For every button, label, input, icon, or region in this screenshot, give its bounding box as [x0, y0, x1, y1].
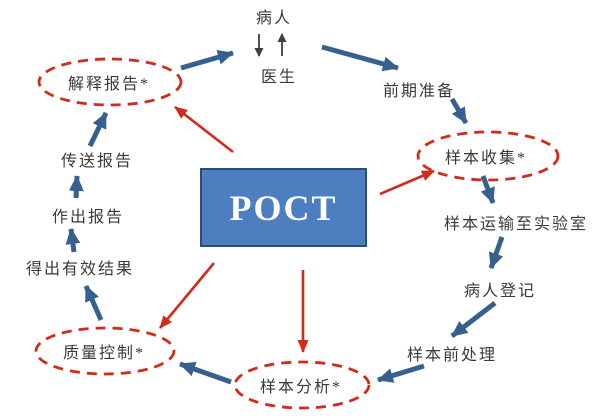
arrow-qc-to-results: [83, 284, 104, 322]
node-transport: 样本运输至实验室: [443, 216, 589, 233]
arrow-register-to-pretreat: [450, 301, 497, 338]
node-analyze: 样本分析*: [259, 379, 343, 396]
node-register: 病人登记: [463, 283, 537, 300]
collect-highlight-ellipse: [416, 130, 560, 182]
node-qc: 质量控制*: [62, 345, 146, 362]
node-prep: 前期准备: [382, 83, 456, 100]
node-pretreat: 样本前处理: [406, 347, 498, 364]
interpret-highlight-ellipse: [37, 57, 183, 107]
arrow-prep-to-collect: [449, 97, 469, 125]
arrow-transport-to-register: [488, 236, 505, 269]
node-send: 传送报告: [60, 153, 134, 170]
node-patient: 病人: [255, 10, 293, 27]
node-doctor: 医生: [260, 69, 298, 86]
node-collect: 样本收集*: [444, 150, 528, 167]
arrow-report-to-send: [68, 175, 84, 199]
arrow-analyze-to-qc: [179, 361, 232, 385]
node-results: 得出有效结果: [25, 261, 135, 278]
arrow-results-to-report: [65, 228, 81, 253]
arrow-interpret-to-patient: [180, 49, 234, 71]
node-interpret: 解释报告*: [67, 76, 151, 93]
arrow-poct-to-interpret: [174, 105, 234, 154]
arrow-pretreat-to-analyze: [377, 363, 425, 383]
qc-highlight-ellipse: [34, 326, 176, 376]
arrow-doctor-to-prep: [321, 44, 399, 72]
node-report: 作出报告: [51, 209, 125, 226]
arrow-poct-to-collect: [379, 169, 435, 196]
arrow-collect-to-transport: [480, 175, 496, 204]
analyze-highlight-ellipse: [233, 360, 371, 410]
arrow-send-to-interpret: [87, 111, 109, 148]
arrow-poct-to-qc: [159, 262, 215, 329]
poct-center-box: POCT: [200, 168, 367, 247]
